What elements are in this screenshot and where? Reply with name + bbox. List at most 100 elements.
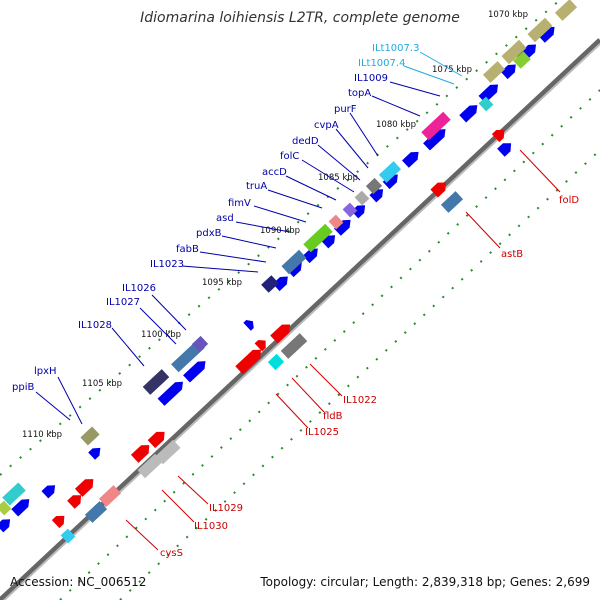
reverse-gene-block	[155, 439, 181, 465]
forward-gene-arrow	[272, 276, 288, 292]
forward-gene-arrow	[41, 485, 56, 499]
gene-label-topA: topA	[348, 88, 371, 99]
forward-strand-genes	[0, 0, 578, 533]
forward-gene-block	[342, 202, 358, 218]
gene-label-pdxB: pdxB	[196, 228, 222, 239]
gene-label-IL1028: IL1028	[78, 320, 112, 331]
forward-gene-arrow	[459, 105, 478, 123]
reverse-gene-block	[270, 324, 291, 344]
gene-label-purF: purF	[334, 104, 357, 115]
forward-gene-arrow	[334, 219, 351, 236]
gene-label-fldB: fldB	[323, 411, 343, 422]
forward-gene-arrow	[500, 64, 516, 80]
kbp-label: 1085 kbp	[318, 173, 358, 183]
forward-gene-block	[142, 369, 170, 395]
forward-gene-arrow	[286, 262, 302, 278]
forward-gene-arrow	[11, 499, 30, 517]
forward-gene-block	[513, 51, 531, 69]
reverse-gene-block	[60, 528, 76, 544]
topology-text: Topology: circular; Length: 2,839,318 bp…	[259, 575, 590, 589]
gene-label-lpxH: lpxH	[34, 366, 57, 377]
forward-gene-block	[554, 0, 578, 21]
gene-label-astB: astB	[501, 249, 523, 260]
forward-gene-block	[365, 177, 383, 195]
gene-label-cvpA: cvpA	[314, 120, 339, 131]
forward-gene-block	[281, 249, 307, 275]
forward-gene-arrow	[382, 174, 398, 190]
kbp-label: 1070 kbp	[488, 10, 528, 20]
gene-label-IL1022: IL1022	[343, 395, 377, 406]
forward-gene-block	[303, 223, 333, 253]
reverse-gene-block	[243, 319, 254, 331]
reverse-gene-block	[67, 495, 82, 509]
forward-gene-arrow	[183, 361, 206, 383]
gene-label-ppiB: ppiB	[12, 382, 34, 393]
forward-gene-block	[527, 17, 553, 43]
reverse-gene-block	[130, 445, 150, 463]
forward-gene-arrow	[302, 248, 318, 264]
forward-gene-arrow	[423, 129, 446, 151]
forward-gene-block	[482, 61, 506, 83]
gene-label-IL1026: IL1026	[122, 283, 156, 294]
gene-label-folC: folC	[280, 151, 299, 162]
reverse-gene-block	[98, 485, 122, 507]
gene-label-asd: asd	[216, 213, 234, 224]
kbp-label: 1090 kbp	[260, 226, 300, 236]
forward-gene-arrow	[538, 26, 555, 43]
lower-gene-labels: folD astB IL1022 fldB IL1025 IL1029 IL10…	[125, 149, 579, 559]
forward-gene-block	[261, 275, 279, 293]
forward-gene-block	[80, 426, 100, 446]
gene-label-IL1025: IL1025	[305, 427, 339, 438]
reverse-gene-block	[267, 353, 285, 371]
reverse-gene-block	[254, 339, 266, 352]
kbp-label: 1105 kbp	[82, 379, 122, 389]
gene-label-fabB: fabB	[176, 244, 199, 255]
gene-label-IL1027: IL1027	[106, 297, 140, 308]
gene-label-dedD: dedD	[292, 136, 319, 147]
gene-label-IL1023: IL1023	[150, 259, 184, 270]
genome-title: Idiomarina loihiensis L2TR, complete gen…	[140, 10, 460, 26]
accession-text: Accession: NC_006512	[10, 575, 146, 589]
forward-gene-block	[354, 190, 370, 206]
gene-label-ILt1007.4: ILt1007.4	[358, 58, 405, 69]
forward-gene-block	[378, 161, 402, 183]
kbp-label: 1110 kbp	[22, 430, 62, 440]
reverse-gene-block	[280, 333, 308, 359]
reverse-gene-block	[51, 515, 65, 529]
reverse-gene-block	[440, 191, 464, 213]
kbp-tick-labels: 1070 kbp 1075 kbp 1080 kbp 1085 kbp 1090…	[22, 10, 528, 440]
forward-gene-arrow	[157, 381, 183, 406]
reverse-gene-block	[74, 479, 94, 497]
reverse-gene-block	[235, 349, 261, 375]
forward-gene-block	[501, 39, 527, 65]
kbp-label: 1080 kbp	[376, 120, 416, 130]
forward-gene-arrow	[0, 519, 11, 533]
gene-label-fimV: fimV	[228, 198, 251, 209]
gene-label-IL1009: IL1009	[354, 73, 388, 84]
reverse-gene-block	[497, 143, 512, 157]
forward-gene-block	[328, 214, 344, 230]
forward-gene-arrow	[478, 84, 499, 104]
gene-label-accD: accD	[262, 167, 287, 178]
forward-gene-block	[0, 500, 12, 516]
reverse-gene-block	[430, 182, 446, 198]
gene-label-cysS: cysS	[160, 548, 183, 559]
gene-label-truA: truA	[246, 181, 267, 192]
gene-label-folD: folD	[559, 195, 579, 206]
gene-label-IL1029: IL1029	[209, 503, 243, 514]
reverse-strand-genes	[51, 129, 512, 544]
reverse-gene-block	[137, 453, 163, 479]
forward-gene-block	[191, 335, 209, 353]
reverse-gene-block	[147, 431, 165, 449]
upper-gene-labels: ILt1007.3 ILt1007.4 IL1009 topA purF cvp…	[12, 43, 463, 425]
kbp-label: 1095 kbp	[202, 278, 242, 288]
forward-gene-arrow	[402, 151, 419, 168]
forward-gene-arrow	[88, 447, 101, 460]
kbp-label: 1100 kbp	[141, 330, 181, 340]
reverse-gene-block	[84, 501, 108, 523]
forward-gene-block	[2, 482, 26, 506]
forward-gene-block	[421, 111, 451, 141]
